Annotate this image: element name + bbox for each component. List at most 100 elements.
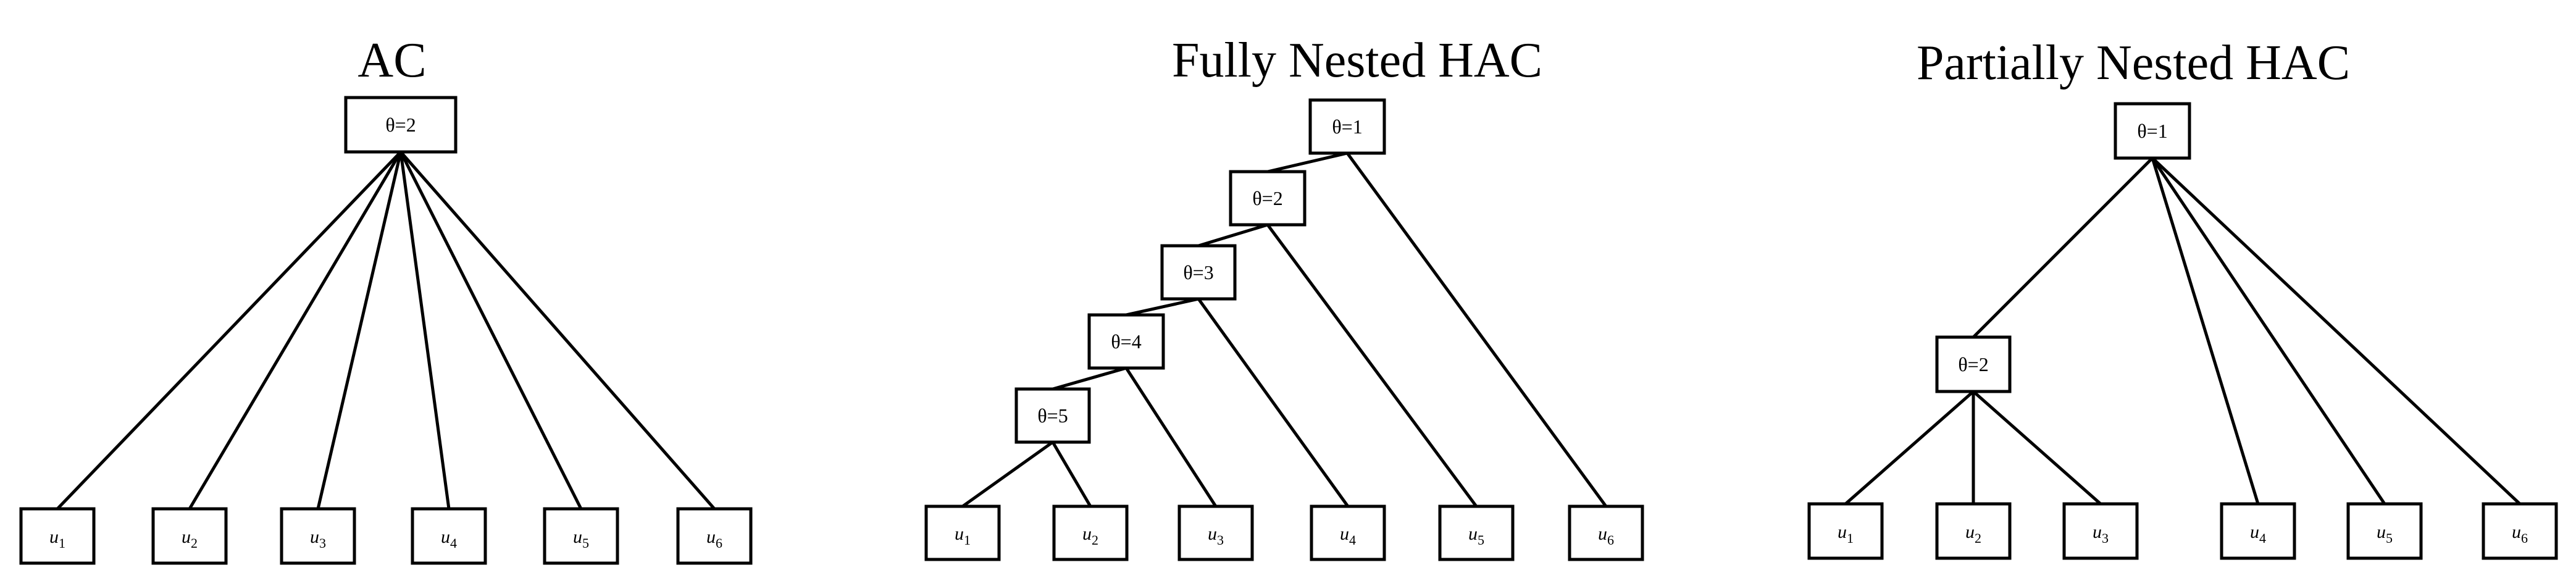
copula-node-n4: θ=4 xyxy=(1087,313,1165,370)
node-label: θ=2 xyxy=(1958,353,1988,375)
node-box xyxy=(280,507,356,565)
node-label: u1 xyxy=(1838,522,1854,546)
node-label: u5 xyxy=(2377,522,2393,546)
edge-r-u2 xyxy=(188,151,403,510)
copula-node-n3: θ=3 xyxy=(1160,244,1237,301)
copula-node-p1: θ=1 xyxy=(2114,102,2191,160)
node-box xyxy=(151,507,228,565)
leaf-node-u1: u1 xyxy=(19,507,96,565)
leaf-node-u4: u4 xyxy=(1310,504,1386,561)
leaf-node-u5: u5 xyxy=(2346,502,2423,560)
edge-n2-u5 xyxy=(1266,224,1478,508)
node-box xyxy=(1087,313,1165,370)
node-label: θ=2 xyxy=(385,114,416,136)
edge-p1-p2 xyxy=(1972,157,2154,338)
leaf-node-u6: u6 xyxy=(2482,502,2558,560)
node-label: u4 xyxy=(441,527,457,551)
edges-layer xyxy=(56,151,2521,510)
node-label: u5 xyxy=(573,527,589,551)
edge-r-u5 xyxy=(399,151,583,510)
edge-n5-u2 xyxy=(1051,441,1092,508)
node-label: u4 xyxy=(2250,522,2266,546)
node-box xyxy=(1160,244,1237,301)
node-box xyxy=(411,507,487,565)
node-label: u6 xyxy=(706,527,722,551)
node-label: u6 xyxy=(1598,524,1614,548)
node-box xyxy=(924,504,1001,561)
node-box xyxy=(1438,504,1515,561)
node-label: u4 xyxy=(1340,524,1356,548)
node-label: θ=3 xyxy=(1183,261,1213,283)
node-label: u2 xyxy=(1082,524,1098,548)
node-label: θ=2 xyxy=(1252,187,1282,209)
leaf-node-u3: u3 xyxy=(1177,504,1254,561)
copula-node-p2: θ=2 xyxy=(1935,335,2012,393)
node-box xyxy=(1014,387,1091,444)
edge-n1-u6 xyxy=(1345,152,1608,508)
panel-title-ac: AC xyxy=(358,33,426,88)
edge-p2-u3 xyxy=(1972,390,2102,505)
node-box xyxy=(2346,502,2423,560)
node-box xyxy=(543,507,619,565)
node-box xyxy=(2482,502,2558,560)
edge-n4-u3 xyxy=(1124,367,1218,508)
leaf-node-u6: u6 xyxy=(1568,504,1644,561)
node-label: u5 xyxy=(1468,524,1484,548)
edge-r-u6 xyxy=(399,151,716,510)
edge-n2-n3 xyxy=(1198,223,1268,248)
leaf-node-u3: u3 xyxy=(2062,502,2139,560)
node-box xyxy=(2062,502,2139,560)
node-label: θ=5 xyxy=(1037,404,1068,427)
node-box xyxy=(676,507,753,565)
edge-p1-u6 xyxy=(2151,157,2521,505)
edge-p1-u4 xyxy=(2151,157,2260,504)
node-box xyxy=(1310,504,1386,561)
node-label: u1 xyxy=(49,527,65,551)
panel-title-fully-nested-hac: Fully Nested HAC xyxy=(1172,33,1542,88)
edge-p2-u1 xyxy=(1844,390,1975,505)
edge-r-u4 xyxy=(399,151,451,509)
leaf-node-u2: u2 xyxy=(1935,502,2012,560)
node-label: u3 xyxy=(310,527,326,551)
leaf-node-u2: u2 xyxy=(1052,504,1129,561)
node-box xyxy=(1052,504,1129,561)
leaf-node-u6: u6 xyxy=(676,507,753,565)
copula-node-n2: θ=2 xyxy=(1229,170,1307,227)
node-box xyxy=(344,96,458,154)
node-box xyxy=(1807,502,1884,560)
leaf-node-u2: u2 xyxy=(151,507,228,565)
node-label: u2 xyxy=(1965,522,1981,546)
node-label: u3 xyxy=(2093,522,2109,546)
edge-n3-u4 xyxy=(1197,298,1350,508)
node-label: u1 xyxy=(955,524,971,548)
leaf-node-u5: u5 xyxy=(1438,504,1515,561)
leaf-node-u4: u4 xyxy=(2220,502,2296,560)
edge-n4-n5 xyxy=(1052,366,1127,391)
leaf-node-u3: u3 xyxy=(280,507,356,565)
node-box xyxy=(1229,170,1307,227)
edge-r-u1 xyxy=(56,151,402,510)
leaf-node-u1: u1 xyxy=(924,504,1001,561)
node-box xyxy=(2220,502,2296,560)
edge-r-u3 xyxy=(316,151,403,509)
copula-node-n5: θ=5 xyxy=(1014,387,1091,444)
edge-p1-u5 xyxy=(2151,157,2386,505)
leaf-node-u1: u1 xyxy=(1807,502,1884,560)
leaf-node-u4: u4 xyxy=(411,507,487,565)
copula-node-r: θ=2 xyxy=(344,96,458,154)
node-label: u6 xyxy=(2512,522,2528,546)
node-box xyxy=(1935,335,2012,393)
node-box xyxy=(19,507,96,565)
edge-n5-u1 xyxy=(961,440,1054,508)
edge-n3-n4 xyxy=(1126,297,1199,317)
node-box xyxy=(1568,504,1644,561)
leaf-node-u5: u5 xyxy=(543,507,619,565)
node-box xyxy=(1308,98,1386,155)
copula-node-n1: θ=1 xyxy=(1308,98,1386,155)
node-label: u3 xyxy=(1208,524,1224,548)
node-label: θ=1 xyxy=(1332,115,1362,138)
panel-title-partially-nested-hac: Partially Nested HAC xyxy=(1917,36,2350,90)
node-box xyxy=(1177,504,1254,561)
node-label: θ=4 xyxy=(1111,330,1141,353)
